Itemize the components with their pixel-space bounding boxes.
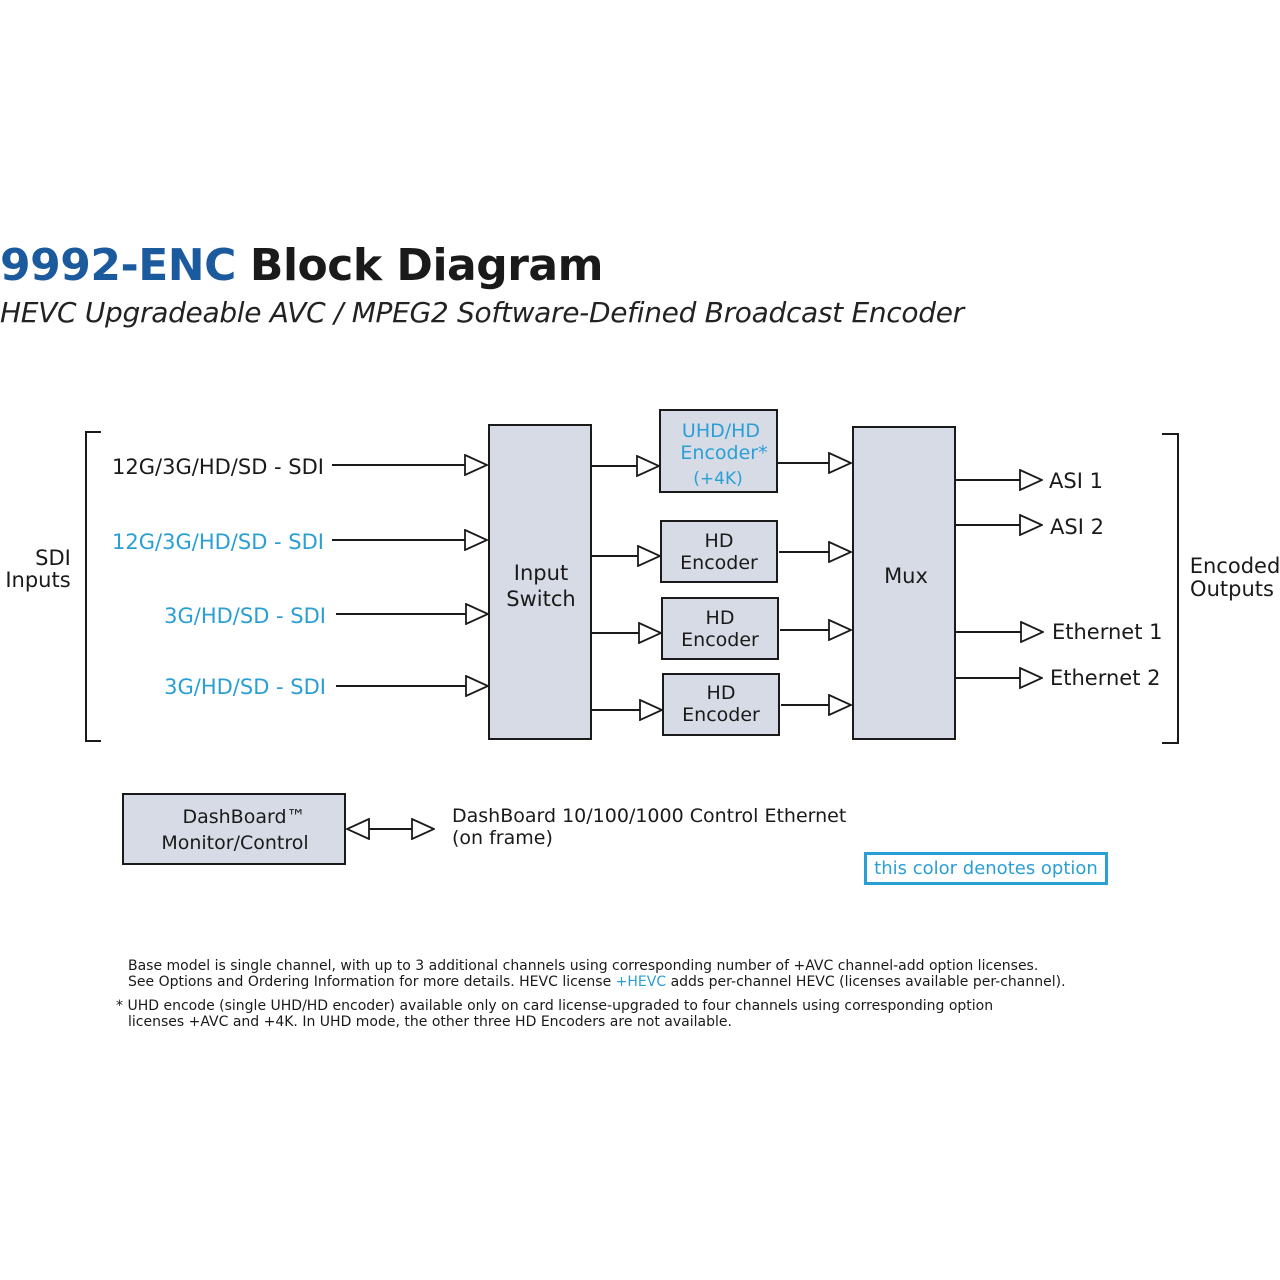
sdi-group-label-2: Inputs [5,568,70,592]
sdi-group-label-1: SDI [35,546,71,570]
dashboard-link-label-1: DashBoard 10/100/1000 Control Ethernet [452,805,846,827]
diagram-title: 9992-ENC Block Diagram [0,240,603,291]
hevc-option-text: +HEVC [615,974,667,990]
input-label: 12G/3G/HD/SD - SDI [112,455,324,479]
model-name: 9992-ENC [0,240,236,291]
input-label: 3G/HD/SD - SDI [164,675,326,699]
encoder-label: HD [707,682,736,704]
output-label: Ethernet 1 [1052,620,1163,644]
outputs-bracket [1162,433,1179,744]
dashboard-label-2: Monitor/Control [161,832,308,854]
encoder-label: Encoder [682,704,760,726]
outputs-group-label-2: Outputs [1190,577,1274,601]
hd-encoder-block [660,520,778,583]
note-text: See Options and Ordering Information for… [128,974,616,990]
encoder-label: Encoder [680,552,758,574]
encoder-label: Encoder [681,629,759,651]
input-switch-label-2: Switch [506,587,575,611]
encoder-label: HD [705,530,734,552]
dashboard-label-1: DashBoard™ [182,806,305,828]
diagram-subtitle: HEVC Upgradeable AVC / MPEG2 Software-De… [0,296,964,329]
input-label: 12G/3G/HD/SD - SDI [112,530,324,554]
note-line: * UHD encode (single UHD/HD encoder) ava… [116,998,994,1014]
note-line: licenses +AVC and +4K. In UHD mode, the … [128,1014,732,1030]
dashboard-block [122,793,346,865]
mux-block [852,426,956,740]
output-label: ASI 2 [1050,515,1104,539]
mux-label: Mux [884,564,928,588]
encoder-label: Encoder* [680,442,767,464]
note-text: adds per-channel HEVC (licenses availabl… [666,974,1066,990]
encoder-label: (+4K) [693,469,742,489]
note-line: Base model is single channel, with up to… [128,958,1039,974]
dashboard-link-label-2: (on frame) [452,827,553,849]
hd-encoder-block [661,597,779,660]
input-switch-block [488,424,592,740]
inputs-bracket [85,431,101,742]
output-label: ASI 1 [1049,469,1103,493]
input-switch-label-1: Input [514,561,568,585]
outputs-group-label-1: Encoded [1190,554,1280,578]
input-label: 3G/HD/SD - SDI [164,604,326,628]
encoder-label: HD [706,607,735,629]
encoder-label: UHD/HD [682,420,760,442]
output-label: Ethernet 2 [1050,666,1161,690]
title-text: Block Diagram [249,240,604,291]
uhd-encoder-block [659,409,778,493]
hd-encoder-block [662,673,780,736]
option-color-legend: this color denotes option [864,852,1108,885]
note-line: See Options and Ordering Information for… [116,974,1066,990]
footnotes: Base model is single channel, with up to… [116,958,1066,1030]
